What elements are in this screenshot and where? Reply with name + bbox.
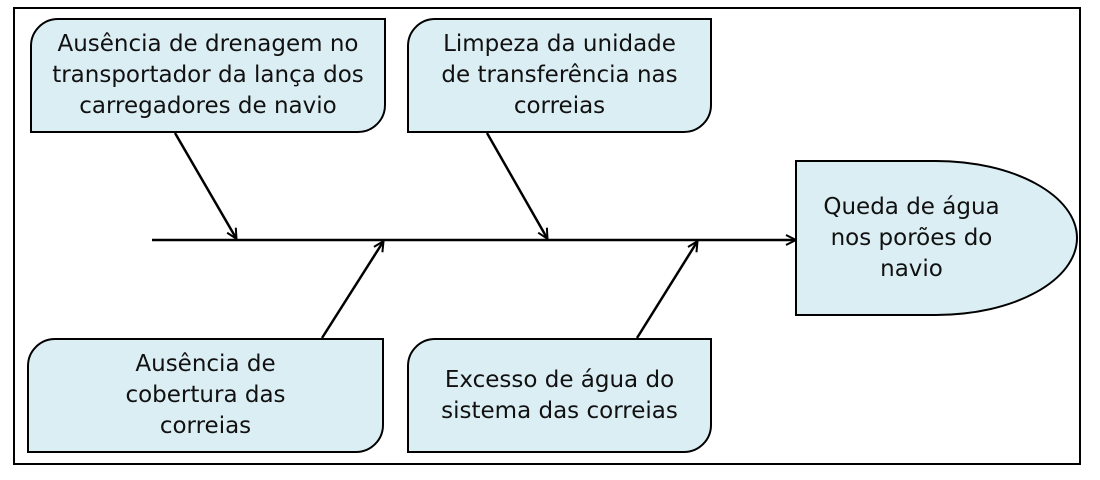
cause-label-2: Limpeza da unidade de transferência nas … xyxy=(441,31,678,119)
effect-box: Queda de água nos porões do navio xyxy=(795,160,1078,316)
bone-arrow-3 xyxy=(320,242,383,339)
cause-label-1: Ausência de drenagem no transportador da… xyxy=(52,31,364,119)
cause-label-4: Excesso de água do sistema das correias xyxy=(441,366,678,424)
bone-arrow-2 xyxy=(485,132,547,238)
cause-label-3: Ausência de cobertura das correias xyxy=(125,351,286,439)
diagram-frame xyxy=(13,7,1081,465)
cause-box-4: Excesso de água do sistema das correias xyxy=(407,338,712,453)
cause-box-3: Ausência de cobertura das correias xyxy=(27,338,384,453)
bone-arrow-1 xyxy=(173,132,236,238)
effect-label: Queda de água nos porões do navio xyxy=(823,193,1000,282)
cause-box-1: Ausência de drenagem no transportador da… xyxy=(30,18,386,133)
cause-box-2: Limpeza da unidade de transferência nas … xyxy=(407,18,712,133)
bone-arrow-4 xyxy=(635,242,697,339)
